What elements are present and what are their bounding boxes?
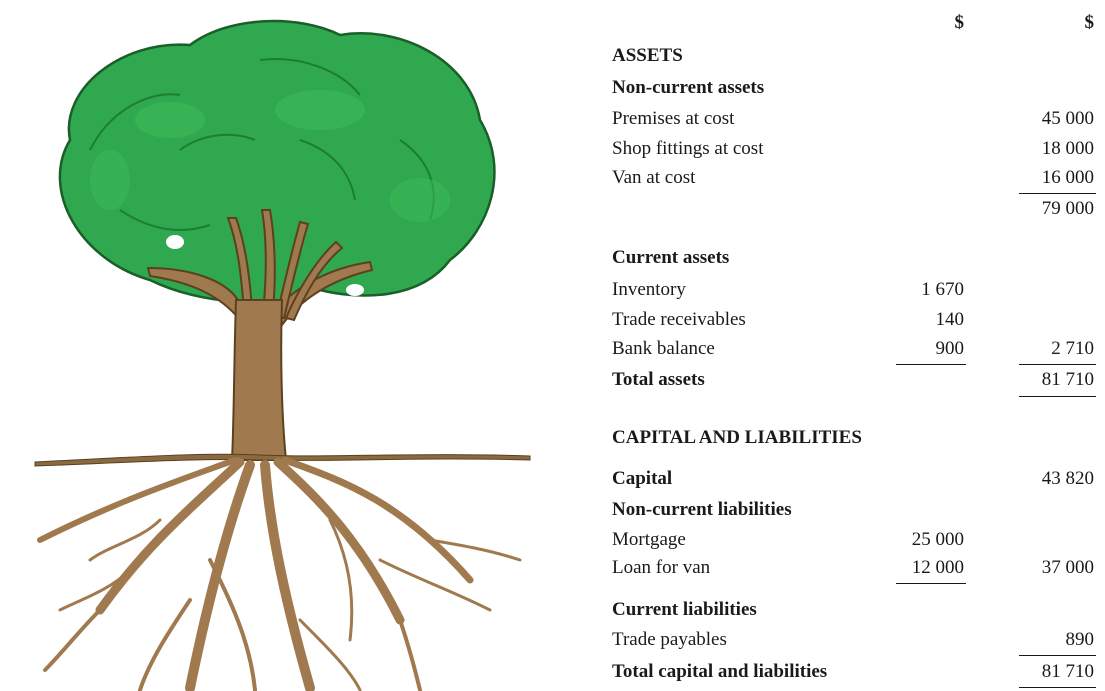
line-item-value: 1 670 xyxy=(921,279,964,300)
tree-foliage xyxy=(58,19,496,304)
column-header-1: $ xyxy=(954,12,965,33)
tree-trunk xyxy=(146,209,374,461)
current-assets-heading: Current assets xyxy=(612,247,730,268)
line-item-label: Bank balance xyxy=(612,338,715,359)
current-liabilities-heading: Current liabilities xyxy=(612,599,757,620)
current-assets-total: 2 710 xyxy=(1051,338,1094,359)
total-assets-value: 81 710 xyxy=(1041,369,1094,390)
capital-value: 43 820 xyxy=(1041,468,1094,489)
line-item-value: 25 000 xyxy=(911,529,964,550)
total-rule xyxy=(1019,687,1096,688)
capital-label: Capital xyxy=(612,468,673,489)
line-item-value: 16 000 xyxy=(1041,167,1094,188)
assets-heading: ASSETS xyxy=(612,45,683,66)
subtotal-rule xyxy=(1019,364,1096,365)
line-item-value: 18 000 xyxy=(1041,138,1094,159)
subtotal-rule xyxy=(896,364,966,365)
subtotal-rule xyxy=(896,583,966,584)
line-item-label: Inventory xyxy=(612,279,686,300)
total-assets-label: Total assets xyxy=(612,369,705,390)
non-current-assets-heading: Non-current assets xyxy=(612,77,765,98)
line-item-label: Mortgage xyxy=(612,529,686,550)
subtotal-rule xyxy=(1019,193,1096,194)
total-capital-liabilities-value: 81 710 xyxy=(1041,661,1094,682)
line-item-label: Loan for van xyxy=(612,557,711,578)
non-current-liabilities-total: 37 000 xyxy=(1041,557,1094,578)
line-item-value: 12 000 xyxy=(911,557,964,578)
line-item-label: Van at cost xyxy=(612,167,696,188)
non-current-liabilities-heading: Non-current liabilities xyxy=(612,499,792,520)
line-item-value: 890 xyxy=(1065,629,1095,650)
tree-with-roots-icon xyxy=(34,19,531,691)
total-capital-liabilities-label: Total capital and liabilities xyxy=(612,661,828,682)
total-rule xyxy=(1019,396,1096,397)
line-item-value: 140 xyxy=(935,309,965,330)
line-item-value: 45 000 xyxy=(1041,108,1094,129)
column-header-2: $ xyxy=(1084,12,1095,33)
line-item-label: Trade payables xyxy=(612,629,727,650)
line-item-value: 900 xyxy=(935,338,965,359)
line-item-label: Trade receivables xyxy=(612,309,746,330)
tree-roots xyxy=(37,456,522,691)
line-item-label: Premises at cost xyxy=(612,108,735,129)
non-current-assets-total: 79 000 xyxy=(1041,198,1094,219)
capital-liabilities-heading: CAPITAL AND LIABILITIES xyxy=(612,427,862,448)
line-item-label: Shop fittings at cost xyxy=(612,138,764,159)
subtotal-rule xyxy=(1019,655,1096,656)
